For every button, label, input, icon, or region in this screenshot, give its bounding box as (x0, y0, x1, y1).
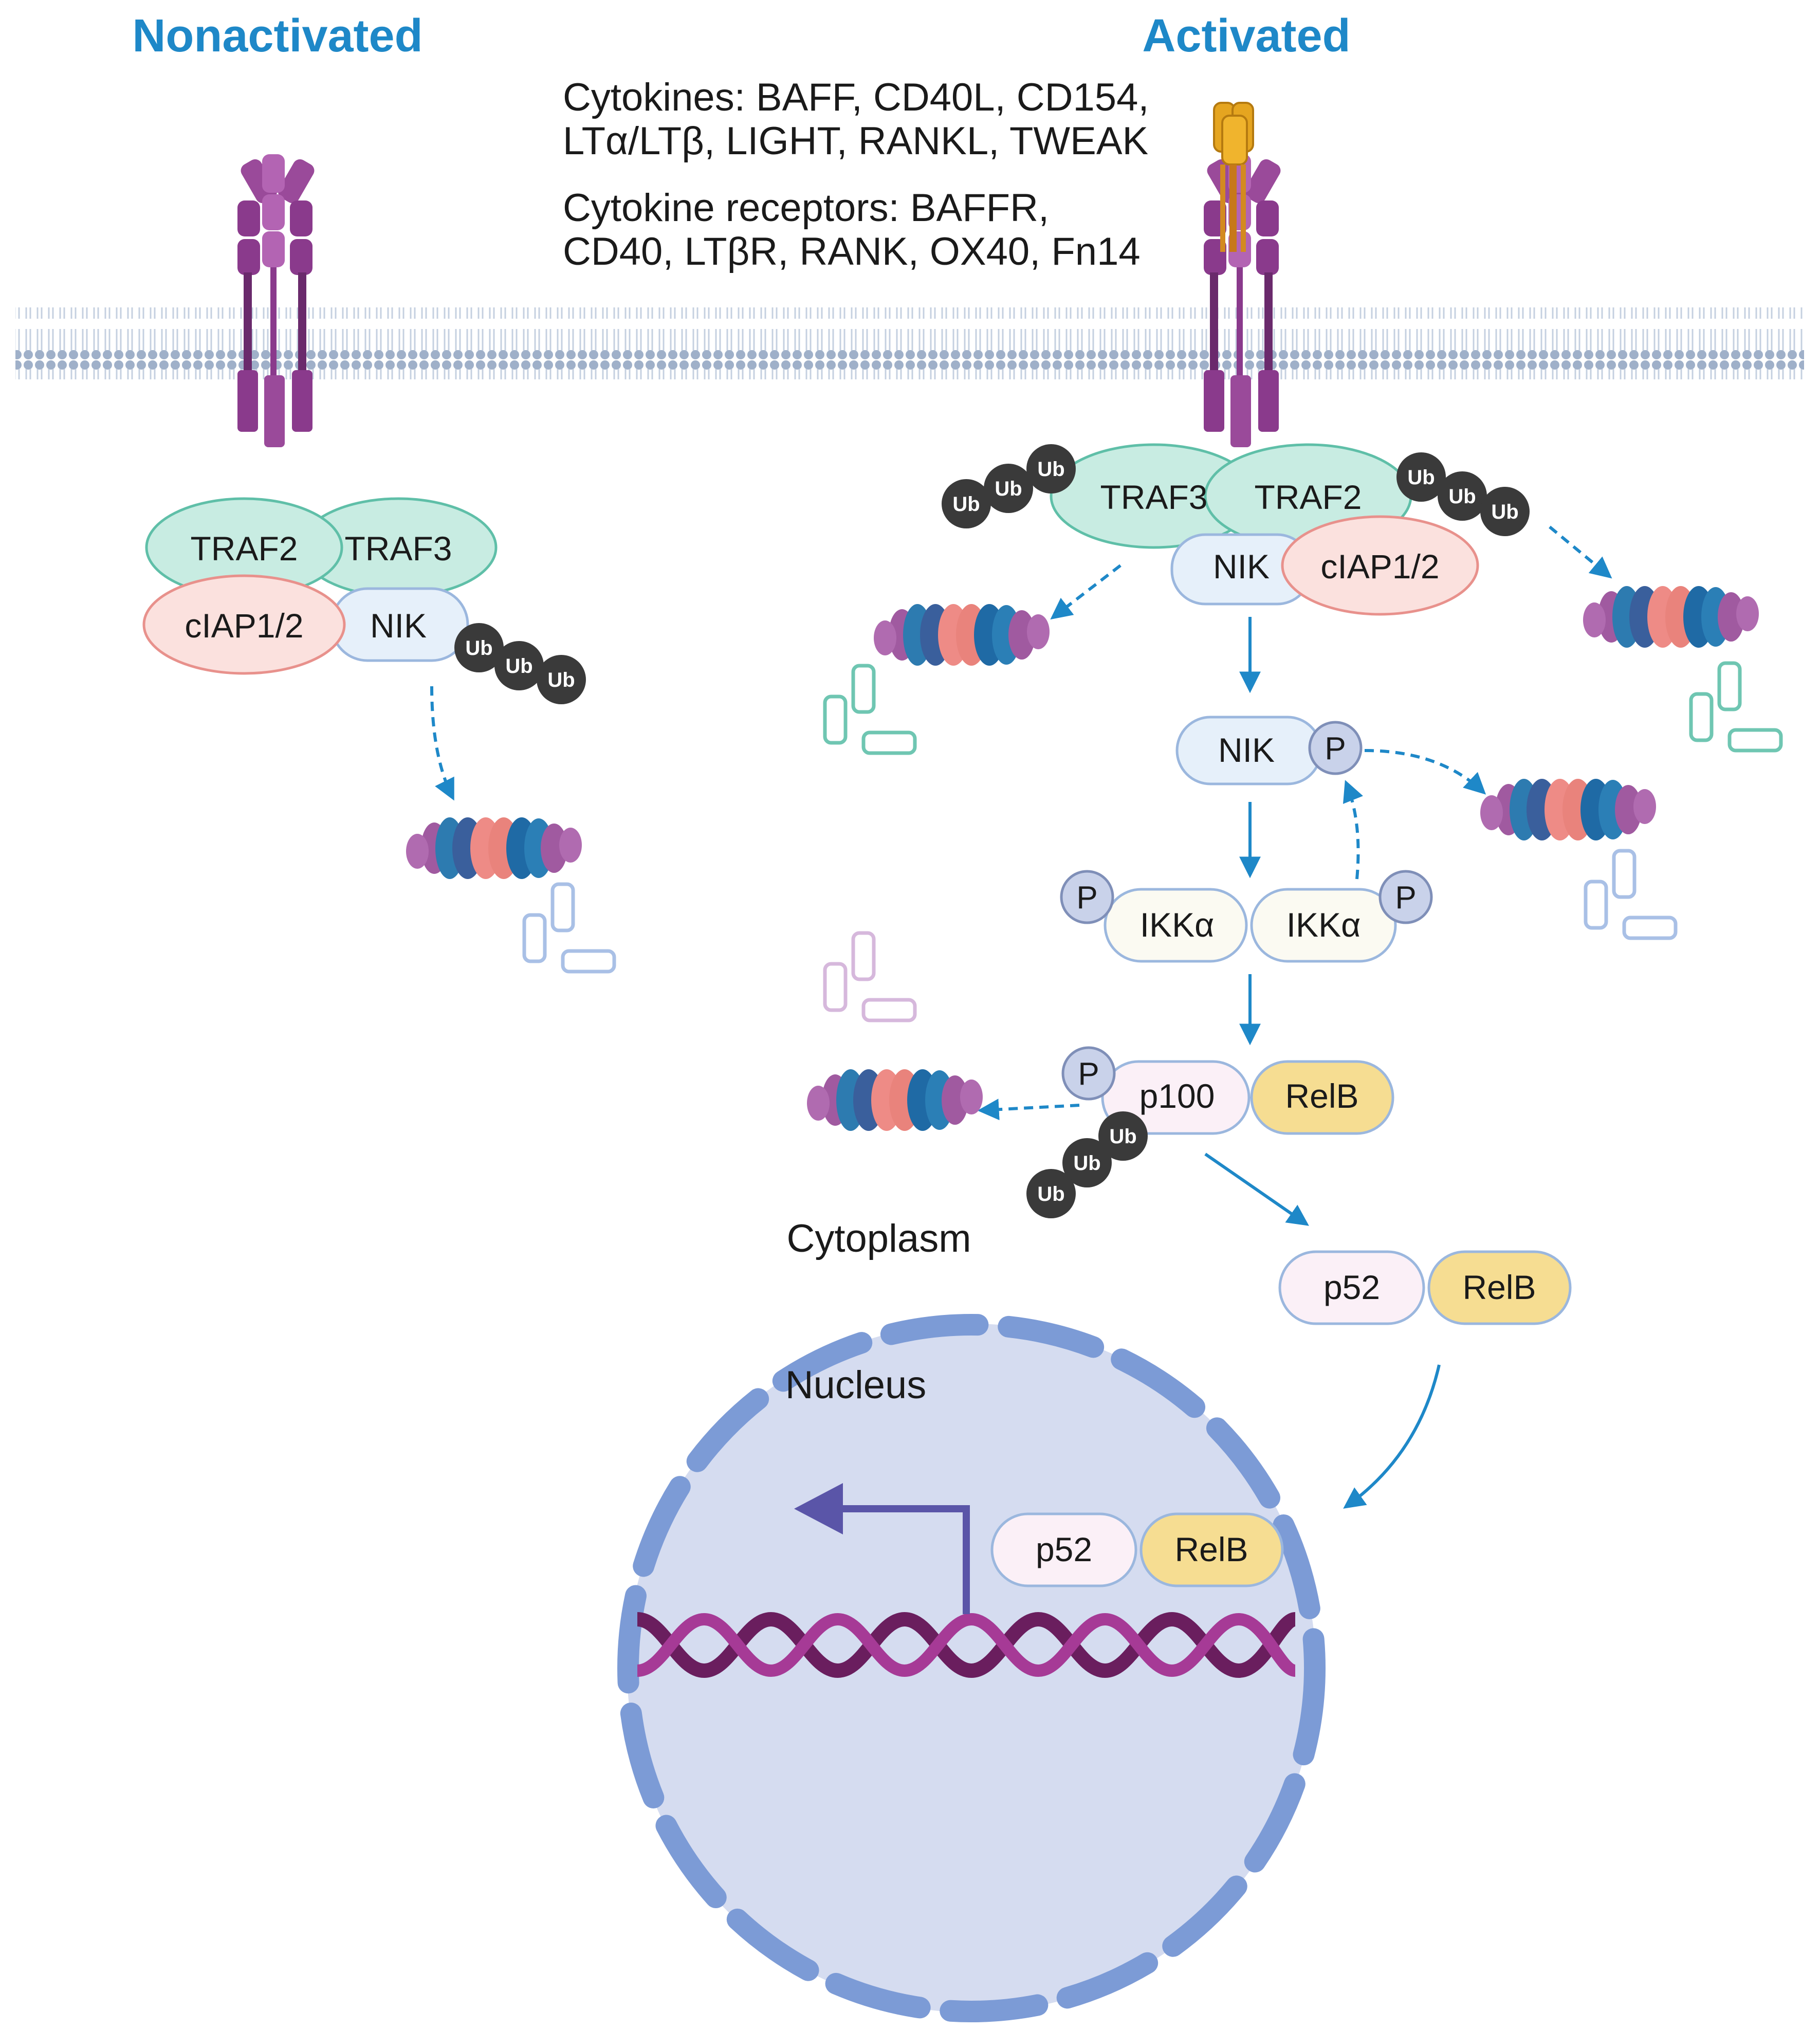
traf2-left-label: TRAF2 (190, 529, 298, 568)
svg-text:Ub: Ub (1073, 1152, 1100, 1175)
traf3-right-label: TRAF3 (1100, 478, 1207, 516)
cytokines-line-1: Cytokines: BAFF, CD40L, CD154, (563, 76, 1149, 119)
phospho-ikka-right (1378, 870, 1433, 924)
nonactivated-complex: TRAF2 TRAF3 NIK cIAP1/2 Ub Ub Ub (142, 497, 614, 972)
cytokine-ligand (1213, 102, 1254, 252)
proteasome-left (406, 817, 582, 879)
arrow-to-nucleus (1343, 1364, 1441, 1509)
relb-nucleus (1139, 1512, 1284, 1587)
relb-cyto (1250, 1060, 1394, 1135)
transcription-arrowhead (794, 1483, 843, 1534)
ciap-right (1281, 515, 1479, 616)
p52-cyto (1278, 1250, 1425, 1325)
ub-chain-left: Ub Ub Ub (454, 623, 586, 704)
header-activated: Activated (1142, 10, 1350, 62)
ikka-left-label: IKKα (1140, 906, 1215, 944)
nik-right-label: NIK (1213, 547, 1270, 586)
ub-chain-p100: Ub Ub Ub (1026, 1111, 1148, 1218)
svg-text:Ub: Ub (1037, 458, 1064, 481)
receptors-line-2: CD40, LTβR, RANK, OX40, Fn14 (563, 230, 1141, 273)
p52-nucleus (990, 1512, 1137, 1587)
relb-cyto-2 (1427, 1250, 1572, 1325)
ikka-right-label: IKKα (1286, 906, 1361, 944)
phospho-ikka-right-label: P (1395, 880, 1416, 916)
receptors-line-1: Cytokine receptors: BAFFR, (563, 186, 1049, 230)
arrow-p100-to-p52 (1204, 1153, 1309, 1226)
svg-text:Ub: Ub (952, 493, 980, 516)
degradation-arrow-nik (1364, 749, 1486, 795)
nuclear-envelope (617, 1314, 1326, 2022)
fragments-traf2 (1691, 663, 1781, 751)
degradation-arrow-left (430, 686, 454, 801)
phospho-ikka-left (1060, 870, 1114, 924)
p52-cyto-label: p52 (1323, 1268, 1380, 1306)
svg-text:Ub: Ub (995, 478, 1022, 500)
ikka-left (1104, 888, 1248, 963)
ciap-left-label: cIAP1/2 (185, 607, 303, 645)
fragments-left (524, 884, 614, 972)
svg-text:Ub: Ub (1407, 466, 1435, 489)
nik-left-label: NIK (370, 607, 427, 645)
nik-free-label: NIK (1218, 731, 1275, 769)
relb-cyto-label: RelB (1285, 1077, 1358, 1115)
proteasome-nik (1480, 779, 1656, 840)
proteasome-traf2 (1583, 586, 1759, 648)
receptor-nonactivated (237, 154, 317, 447)
phospho-nik (1308, 721, 1363, 775)
ub-chain-traf3: Ub Ub Ub (942, 444, 1076, 528)
phospho-p100 (1061, 1046, 1116, 1101)
feedback-arrow-ikk (1343, 780, 1363, 880)
svg-text:Ub: Ub (465, 637, 492, 660)
p100 (1101, 1060, 1251, 1135)
dna-helix (636, 1612, 1297, 1678)
svg-text:Ub: Ub (547, 669, 575, 691)
transcription-arrow (838, 1505, 970, 1614)
fragments-traf3 (825, 666, 915, 753)
p52-nucleus-label: p52 (1036, 1530, 1092, 1568)
ikka-right (1250, 888, 1397, 963)
phospho-ikka-left-label: P (1076, 880, 1097, 916)
degradation-arrow-traf3 (1050, 564, 1122, 620)
degradation-arrow-traf2 (1549, 525, 1612, 579)
traf2-right-label: TRAF2 (1254, 478, 1362, 516)
header-nonactivated: Nonactivated (132, 10, 422, 62)
cytoplasm-label: Cytoplasm (787, 1217, 971, 1260)
cell-membrane (15, 307, 1804, 379)
ciap-left (142, 574, 346, 675)
relb-cyto-2-label: RelB (1462, 1268, 1536, 1306)
proteasome-traf3 (874, 604, 1050, 666)
fragments-ikk (825, 933, 915, 1020)
ub-chain-traf2: Ub Ub Ub (1396, 452, 1530, 536)
fragments-nik (1586, 851, 1676, 938)
phospho-p100-label: P (1078, 1056, 1099, 1092)
nucleus-label: Nucleus (785, 1363, 927, 1407)
svg-text:Ub: Ub (1491, 501, 1518, 523)
degradation-arrow-p100 (977, 1099, 1080, 1121)
phospho-nik-label: P (1325, 731, 1346, 766)
svg-text:Ub: Ub (1037, 1183, 1064, 1205)
svg-text:Ub: Ub (1448, 485, 1476, 508)
activated-complex: TRAF3 TRAF2 NIK cIAP1/2 Ub Ub Ub Ub Ub U… (825, 443, 1781, 753)
cytokines-line-2: LTα/LTβ, LIGHT, RANKL, TWEAK (563, 119, 1148, 163)
svg-text:Ub: Ub (505, 655, 532, 678)
relb-nucleus-label: RelB (1174, 1530, 1248, 1568)
ciap-right-label: cIAP1/2 (1320, 547, 1439, 586)
p100-label: p100 (1139, 1077, 1215, 1115)
traf3-left-label: TRAF3 (344, 529, 452, 568)
proteasome-p100 (807, 1069, 983, 1131)
svg-text:Ub: Ub (1109, 1125, 1136, 1148)
